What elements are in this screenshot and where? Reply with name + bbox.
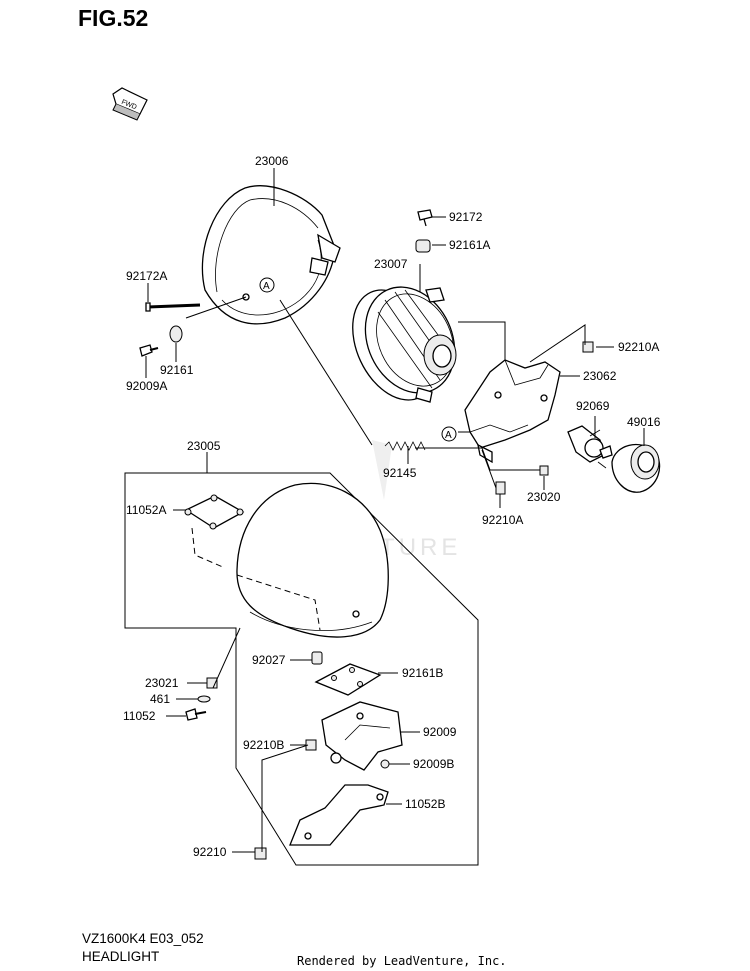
socket-cover-49016 xyxy=(611,443,661,493)
nut-23020 xyxy=(539,465,549,476)
label-92009: 11052 xyxy=(123,709,156,723)
label-11052A: 11052A xyxy=(126,503,166,517)
bolt-92009 xyxy=(185,708,207,721)
bolt-92009A xyxy=(139,344,159,357)
label-23006: 23006 xyxy=(255,154,289,168)
label-92172A: 92172A xyxy=(126,269,167,283)
label-461: 461 xyxy=(150,692,170,706)
screw-92172 xyxy=(417,209,433,227)
ref-a-label-2: A xyxy=(445,430,452,441)
reference-marker-a-housing: A xyxy=(259,277,275,293)
render-credit: Rendered by LeadVenture, Inc. xyxy=(297,954,507,968)
label-23007: 23007 xyxy=(374,257,408,271)
screw-92172A xyxy=(145,302,201,312)
spacer-92027 xyxy=(311,651,323,665)
label-92172: 92172 xyxy=(449,210,483,224)
headlight-bracket-23062 xyxy=(464,359,561,464)
bracket-11052 xyxy=(321,701,403,771)
nut-92210A-bottom xyxy=(495,481,506,495)
label-23062: 23062 xyxy=(583,369,617,383)
label-92009A: 92009A xyxy=(126,379,167,393)
label-23021: 23021 xyxy=(145,676,179,690)
leader-lines xyxy=(145,168,645,853)
plate-92161B xyxy=(314,663,382,696)
label-11052: 92009 xyxy=(423,725,457,739)
bracket-11052B xyxy=(289,784,389,846)
label-49016: 49016 xyxy=(627,415,661,429)
figure-title: FIG.52 xyxy=(78,5,149,31)
label-92027: 92027 xyxy=(252,653,286,667)
label-23020: 23020 xyxy=(527,490,561,504)
fwd-arrow-icon: FWD xyxy=(112,87,148,121)
reference-marker-a-bracket: A xyxy=(441,426,457,442)
headlight-housing-23006 xyxy=(201,185,341,325)
model-code: VZ1600K4 E03_052 xyxy=(82,931,204,946)
label-92210A-top: 92210A xyxy=(618,340,659,354)
plate-11052A xyxy=(184,494,245,569)
bulb-92069 xyxy=(567,425,613,469)
nut-92210 xyxy=(254,847,267,860)
label-92009B: 92009B xyxy=(413,757,454,771)
headlight-cover-23005 xyxy=(236,482,389,638)
grommet-92161A xyxy=(415,239,431,253)
label-92145: 92145 xyxy=(383,466,417,480)
label-23005: 23005 xyxy=(187,439,221,453)
label-92161A: 92161A xyxy=(449,238,490,252)
washer-461 xyxy=(197,695,211,703)
label-92161: 92161 xyxy=(160,363,194,377)
assembly-23005-box xyxy=(124,472,479,866)
spring-92145 xyxy=(384,441,426,451)
label-92069: 92069 xyxy=(576,399,610,413)
label-92210: 92210 xyxy=(193,845,227,859)
watermark-logo xyxy=(372,440,392,500)
nut-92210A-top xyxy=(582,341,594,353)
label-11052B: 11052B xyxy=(405,797,445,811)
ref-a-label-1: A xyxy=(263,281,270,292)
part-number-labels: 23006 92172 92161A 92172A 23007 92210A 9… xyxy=(123,154,661,859)
label-92210B: 92210B xyxy=(243,738,284,752)
headlight-unit-23007 xyxy=(352,286,457,403)
label-92210A-bottom: 92210A xyxy=(482,513,523,527)
bolt-92009B xyxy=(380,759,390,769)
section-name: HEADLIGHT xyxy=(82,949,160,964)
label-92161B: 92161B xyxy=(402,666,443,680)
grommet-92161 xyxy=(169,325,183,343)
